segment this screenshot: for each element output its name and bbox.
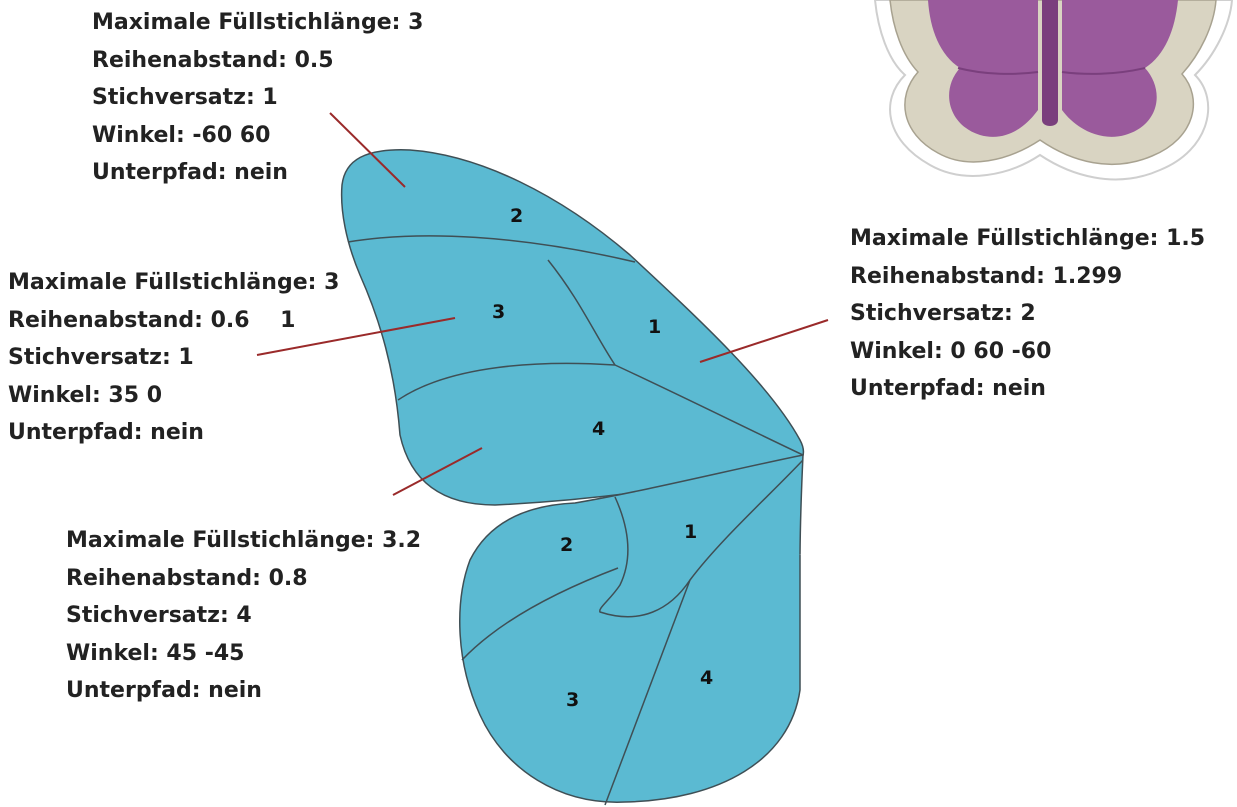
param-row-spacing: Reihenabstand: 0.6 1 (8, 302, 339, 340)
param-angle: Winkel: 45 -45 (66, 635, 421, 673)
param-underpath: Unterpfad: nein (92, 154, 423, 192)
lower-wing (460, 455, 803, 805)
params-block-bottom-left: Maximale Füllstichlänge: 3.2 Reihenabsta… (66, 522, 421, 710)
param-stitch-offset: Stichversatz: 4 (66, 597, 421, 635)
upper-wing (342, 150, 804, 505)
param-stitch-offset: Stichversatz: 1 (92, 79, 423, 117)
param-angle: Winkel: 0 60 -60 (850, 333, 1205, 371)
region-number: 4 (700, 667, 713, 689)
param-max-fill-length: Maximale Füllstichlänge: 3 (8, 264, 339, 302)
param-underpath: Unterpfad: nein (8, 414, 339, 452)
region-number: 1 (684, 521, 697, 543)
param-angle: Winkel: -60 60 (92, 117, 423, 155)
lower-wing-outline (460, 455, 803, 802)
params-block-top-left: Maximale Füllstichlänge: 3 Reihenabstand… (92, 4, 423, 192)
region-number: 3 (566, 689, 579, 711)
region-number: 1 (648, 316, 661, 338)
patch-body (1042, 0, 1058, 126)
param-stitch-offset: Stichversatz: 1 (8, 339, 339, 377)
param-underpath: Unterpfad: nein (66, 672, 421, 710)
region-number: 3 (492, 301, 505, 323)
param-max-fill-length: Maximale Füllstichlänge: 1.5 (850, 220, 1205, 258)
region-number: 2 (510, 205, 523, 227)
upper-wing-outline (342, 150, 804, 505)
embroidered-patch-image (875, 0, 1232, 179)
params-block-right: Maximale Füllstichlänge: 1.5 Reihenabsta… (850, 220, 1205, 408)
region-number: 2 (560, 534, 573, 556)
param-row-spacing: Reihenabstand: 0.5 (92, 42, 423, 80)
param-row-spacing: Reihenabstand: 1.299 (850, 258, 1205, 296)
param-stitch-offset: Stichversatz: 2 (850, 295, 1205, 333)
params-block-mid-left: Maximale Füllstichlänge: 3 Reihenabstand… (8, 264, 339, 452)
param-max-fill-length: Maximale Füllstichlänge: 3 (92, 4, 423, 42)
param-underpath: Unterpfad: nein (850, 370, 1205, 408)
param-max-fill-length: Maximale Füllstichlänge: 3.2 (66, 522, 421, 560)
param-angle: Winkel: 35 0 (8, 377, 339, 415)
param-row-spacing: Reihenabstand: 0.8 (66, 560, 421, 598)
region-number: 4 (592, 418, 605, 440)
